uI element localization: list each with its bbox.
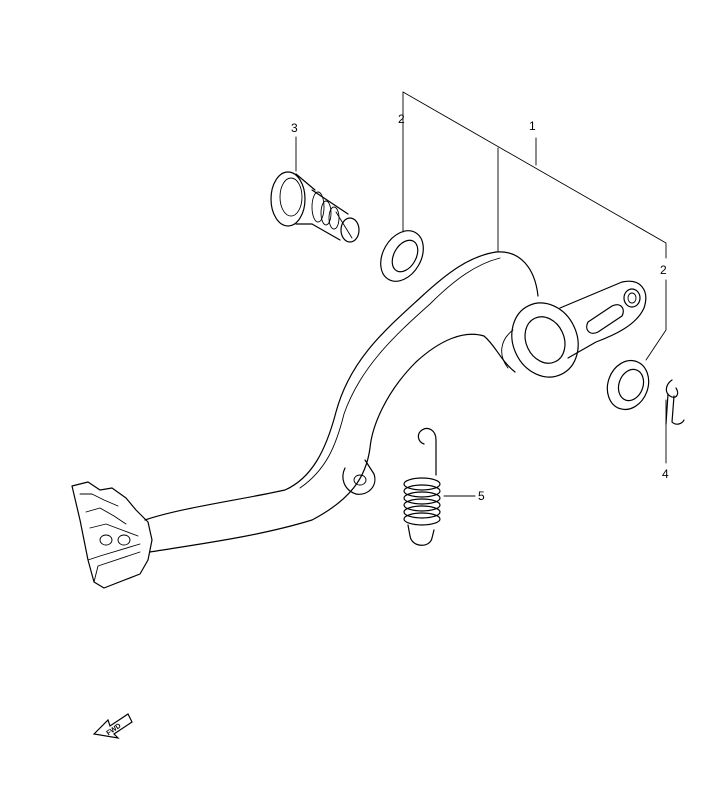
callout-2-upper: 2 [398,112,405,126]
callout-3: 3 [291,121,298,135]
callout-4: 4 [662,467,669,481]
return-spring [403,427,441,546]
washer-lower [606,359,650,411]
pivot-bolt [270,171,360,243]
fwd-arrow-icon: FWD [92,713,133,739]
washer-upper [380,230,424,282]
brake-pedal [71,251,647,589]
callout-1: 1 [529,119,536,133]
callout-5: 5 [478,489,485,503]
cotter-pin [665,379,685,425]
callout-2-lower: 2 [660,263,667,277]
leader-lines [295,91,667,497]
